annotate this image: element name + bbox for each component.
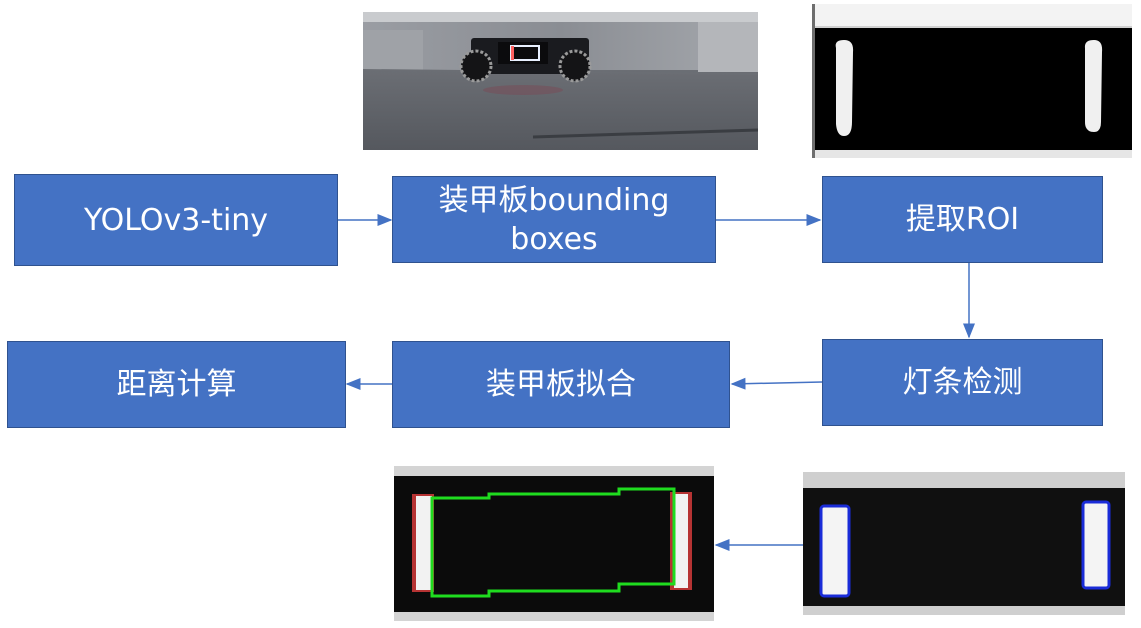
node-distance-calc-label: 距离计算 xyxy=(116,367,237,402)
node-yolo: YOLOv3-tiny xyxy=(14,174,338,266)
lightbar-detect-result-image xyxy=(803,472,1125,615)
node-lightbar-detection: 灯条检测 xyxy=(822,339,1103,426)
node-extract-roi-label: 提取ROI xyxy=(905,202,1020,237)
node-armor-fitting-label: 装甲板拟合 xyxy=(486,367,636,402)
node-lightbar-detection-label: 灯条检测 xyxy=(902,365,1023,400)
node-extract-roi: 提取ROI xyxy=(822,176,1103,263)
binary-mask-image xyxy=(812,4,1132,158)
arrow-lightbar-to-fit xyxy=(730,377,823,390)
armor-fit-result-image xyxy=(394,466,714,621)
node-yolo-label: YOLOv3-tiny xyxy=(83,202,269,238)
node-armor-fitting: 装甲板拟合 xyxy=(392,341,730,428)
node-distance-calc: 距离计算 xyxy=(7,341,346,428)
node-bounding-boxes-label: 装甲板bounding boxes xyxy=(438,182,670,257)
robot-photo-image xyxy=(363,12,758,150)
node-bounding-boxes: 装甲板bounding boxes xyxy=(392,176,716,263)
